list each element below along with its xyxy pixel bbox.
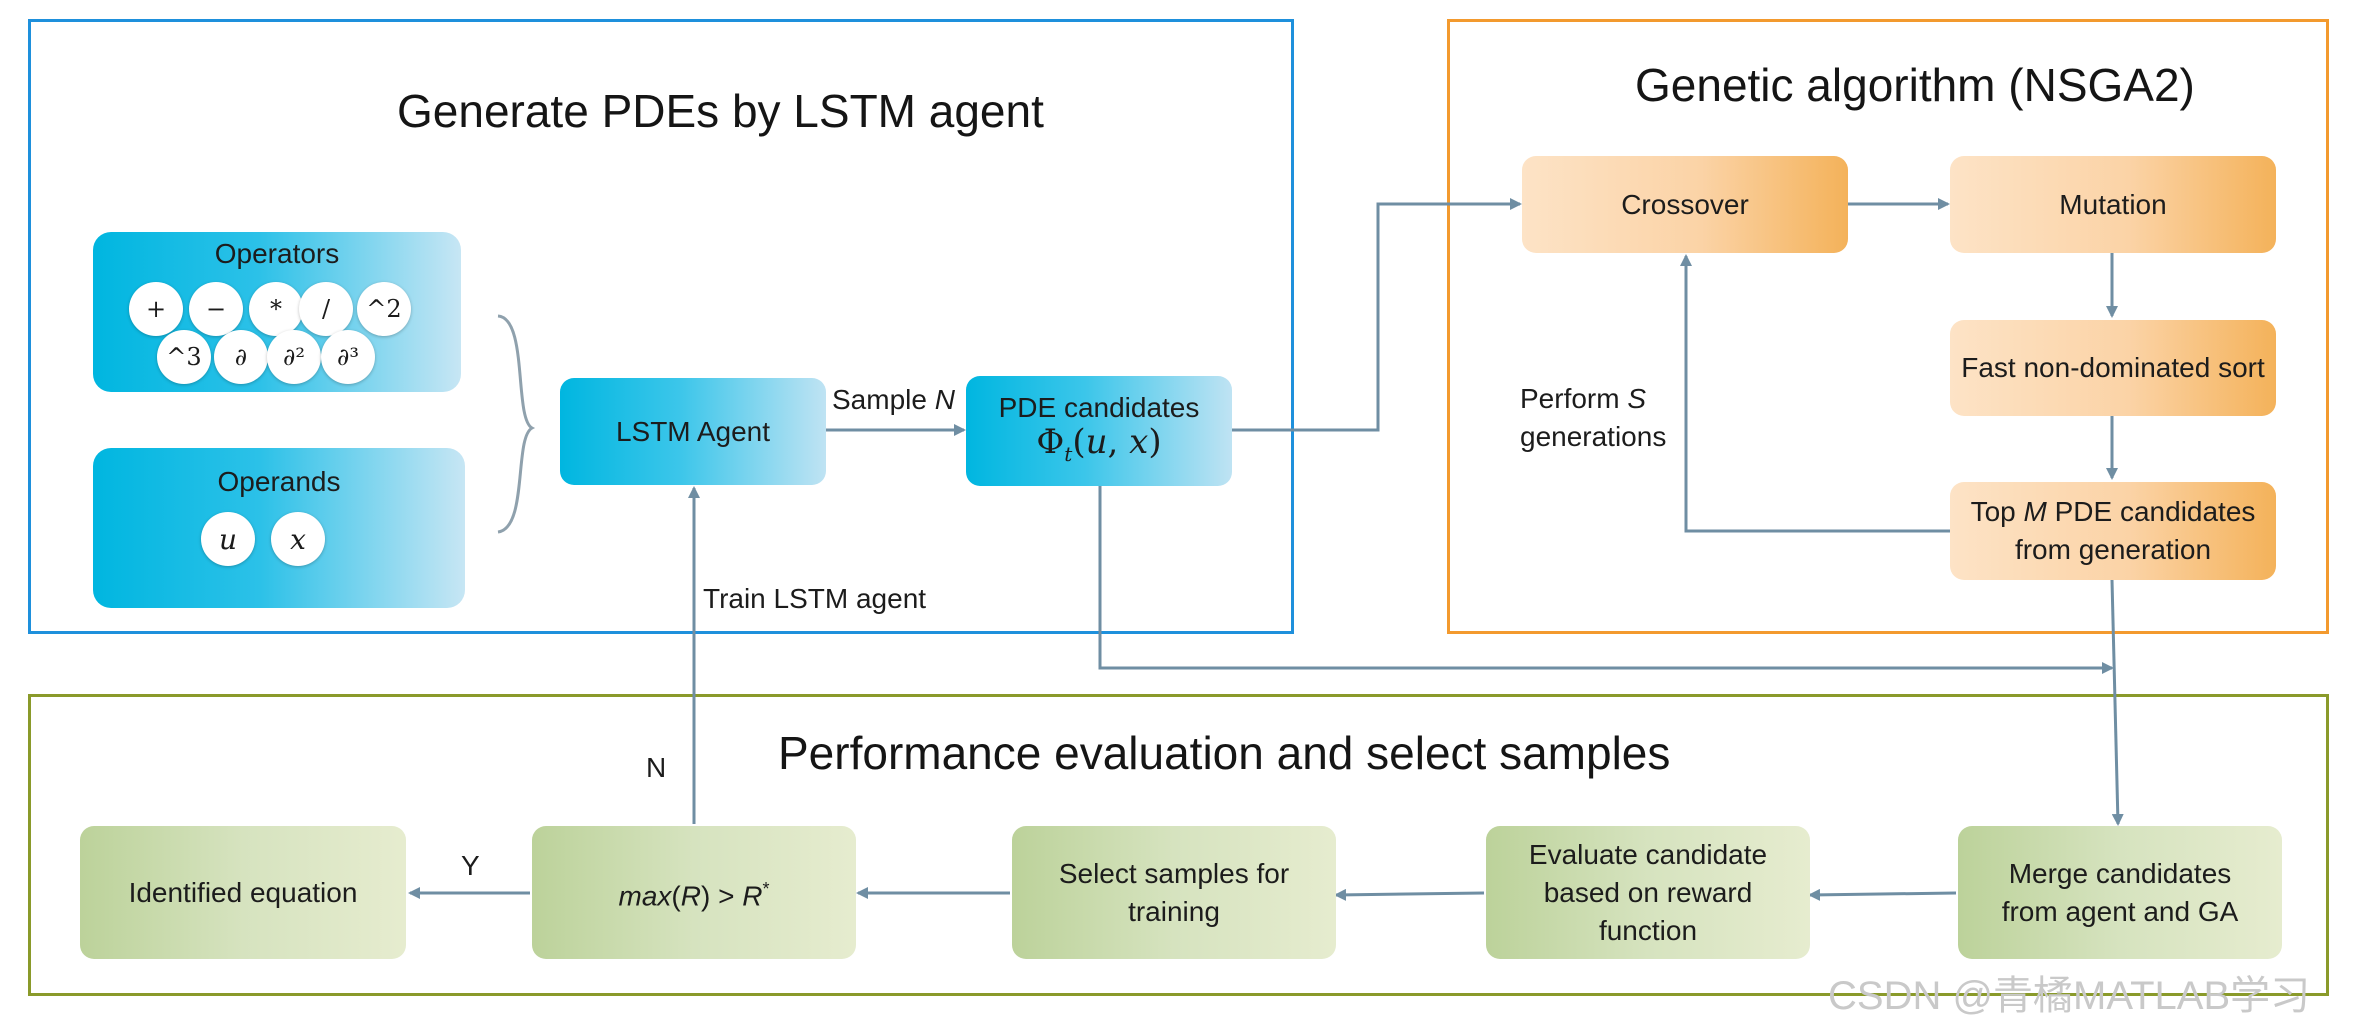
top-prefix: Top [1970, 496, 2024, 527]
merge-line1: Merge candidates [2008, 857, 2232, 889]
identified-box: Identified equation [80, 826, 406, 959]
perform-line2: generations [1520, 421, 1667, 452]
sort-box: Fast non-dominated sort [1950, 320, 2276, 416]
operands-label: Operands [217, 466, 341, 497]
train-agent-label: Train LSTM agent [703, 583, 927, 614]
evaluate-line1: Evaluate candidate [1528, 838, 1768, 870]
lstm-panel-title: Generate PDEs by LSTM agent [397, 85, 1044, 137]
perform-line1: Perform S [1520, 380, 1666, 418]
merge-to-evaluate-arrow [1808, 888, 1957, 901]
select-line1: Select samples for [1058, 857, 1290, 889]
crossover-label: Crossover [1621, 188, 1749, 220]
condition-box: max(R) > R* [532, 826, 856, 959]
top-candidates-line1: Top M PDE candidates [1971, 493, 2256, 531]
to-crossover-arrow [1232, 198, 1522, 432]
sample-label: Sample N [832, 384, 955, 416]
ga-panel [1447, 19, 2329, 634]
operand-u: u [201, 512, 255, 566]
operator-partial: ∂ [214, 330, 268, 384]
pde-candidates-formula: Φt(u, x) [1036, 422, 1162, 466]
operator-square: ^2 [357, 282, 411, 336]
pde-to-merge-arrow [1098, 486, 2114, 674]
merge-line2: from agent and GA [2001, 895, 2239, 927]
operators-label: Operators [214, 238, 340, 269]
evaluate-box: Evaluate candidate based on reward funct… [1486, 826, 1810, 959]
sort-label: Fast non-dominated sort [1961, 352, 2265, 383]
mutation-box: Mutation [1950, 156, 2276, 253]
operator-plus: + [129, 282, 183, 336]
condition-expression: max(R) > R* [618, 878, 770, 912]
pde-candidates-box: PDE candidates Φt(u, x) [966, 376, 1232, 486]
identified-label: Identified equation [128, 876, 358, 908]
condition-op: > [710, 880, 743, 912]
top-candidates-box: Top M PDE candidates from generation [1950, 482, 2276, 580]
condition-sup: * [762, 878, 770, 899]
perform-generations-label: Perform S generations [1520, 380, 1666, 456]
evaluate-line3: function [1598, 914, 1698, 946]
operator-minus: − [189, 282, 243, 336]
top-candidates-line2: from generation [2014, 534, 2212, 565]
merge-box: Merge candidates from agent and GA [1958, 826, 2282, 959]
operator-divide: / [299, 282, 353, 336]
top-rest: PDE candidates [2046, 496, 2256, 527]
top-var: M [2023, 496, 2047, 527]
evaluation-panel-title: Performance evaluation and select sample… [778, 727, 1671, 779]
top-to-merge-arrow [2110, 579, 2124, 826]
operator-partial-3: ∂³ [321, 330, 375, 384]
sample-label-text: Sample [832, 384, 935, 415]
yes-label: Y [461, 850, 480, 881]
loop-back-arrow [1680, 254, 1952, 533]
watermark: CSDN @青橘MATLAB学习 [1828, 974, 2311, 1018]
condition-var: R [742, 880, 763, 912]
operator-cube: ^3 [157, 330, 211, 384]
grouping-brace [497, 314, 536, 534]
crossover-box: Crossover [1522, 156, 1848, 253]
operand-x: x [271, 512, 325, 566]
mutation-label: Mutation [2059, 188, 2167, 220]
evaluation-panel [28, 694, 2329, 996]
evaluate-line2: based on reward [1543, 876, 1753, 908]
perform-var: S [1627, 383, 1647, 414]
pde-candidates-label: PDE candidates [998, 392, 1200, 424]
operator-multiply: * [249, 282, 303, 336]
operators-group: Operators + − * / ^2 ^3 ∂ ∂² ∂³ [93, 232, 461, 392]
lstm-agent-box: LSTM Agent [560, 378, 826, 485]
operator-partial-2: ∂² [267, 330, 321, 384]
evaluate-to-select-arrow [1334, 888, 1485, 901]
condition-arg: R [680, 880, 701, 912]
sample-label-var: N [934, 384, 955, 415]
ga-panel-title: Genetic algorithm (NSGA2) [1635, 59, 2195, 111]
select-line2: training [1128, 895, 1220, 927]
select-box: Select samples for training [1012, 826, 1336, 959]
condition-func: max [618, 880, 672, 912]
no-label: N [646, 752, 667, 783]
lstm-panel [28, 19, 1294, 634]
operands-group: Operands u x [93, 448, 465, 608]
perform-prefix: Perform [1520, 383, 1628, 414]
lstm-agent-label: LSTM Agent [615, 415, 771, 447]
